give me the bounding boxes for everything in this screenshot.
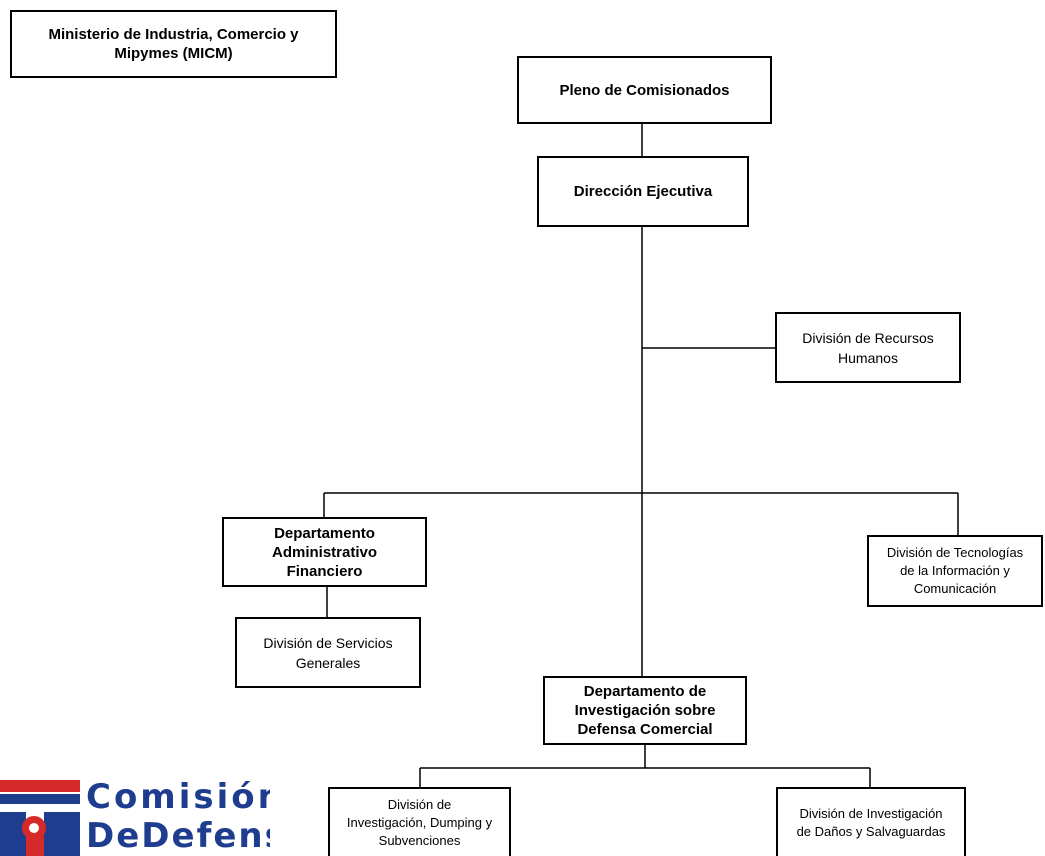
pleno-label: Pleno de Comisionados [559,81,730,99]
box-division-dumping: División de Investigación, Dumping y Sub… [328,787,511,856]
danos-label: División de Investigación de Daños y Sal… [796,805,946,839]
direccion-label: Dirección Ejecutiva [573,183,713,200]
box-division-rrhh: División de Recursos Humanos [775,312,961,383]
box-division-danos: División de Investigación de Daños y Sal… [776,787,966,856]
comision-defensa-logo: Comisión DeDefensa [0,776,270,856]
logo-emblem-icon [0,780,80,856]
box-division-servicios: División de Servicios Generales [235,617,421,688]
box-depto-administrativo: Departamento Administrativo Financiero [222,517,427,587]
box-ministerio: Ministerio de Industria, Comercio y Mipy… [10,10,337,78]
box-direccion-ejecutiva: Dirección Ejecutiva [537,156,749,227]
rrhh-label: División de Recursos Humanos [802,329,934,366]
tic-label: División de Tecnologías de la Informació… [886,545,1024,596]
depto-inv-label: Departamento de Investigación sobre Defe… [574,683,716,738]
servicios-label: División de Servicios Generales [263,634,393,671]
box-depto-investigacion: Departamento de Investigación sobre Defe… [543,676,747,745]
depto-admin-label: Departamento Administrativo Financiero [271,524,377,580]
dumping-label: División de Investigación, Dumping y Sub… [346,796,493,848]
box-pleno-comisionados: Pleno de Comisionados [517,56,772,124]
box-division-tic: División de Tecnologías de la Informació… [867,535,1043,607]
logo-text-defensa: DeDefensa [86,816,270,856]
ministerio-label: Ministerio de Industria, Comercio y Mipy… [48,26,299,62]
logo-text-comision: Comisión [86,777,270,817]
